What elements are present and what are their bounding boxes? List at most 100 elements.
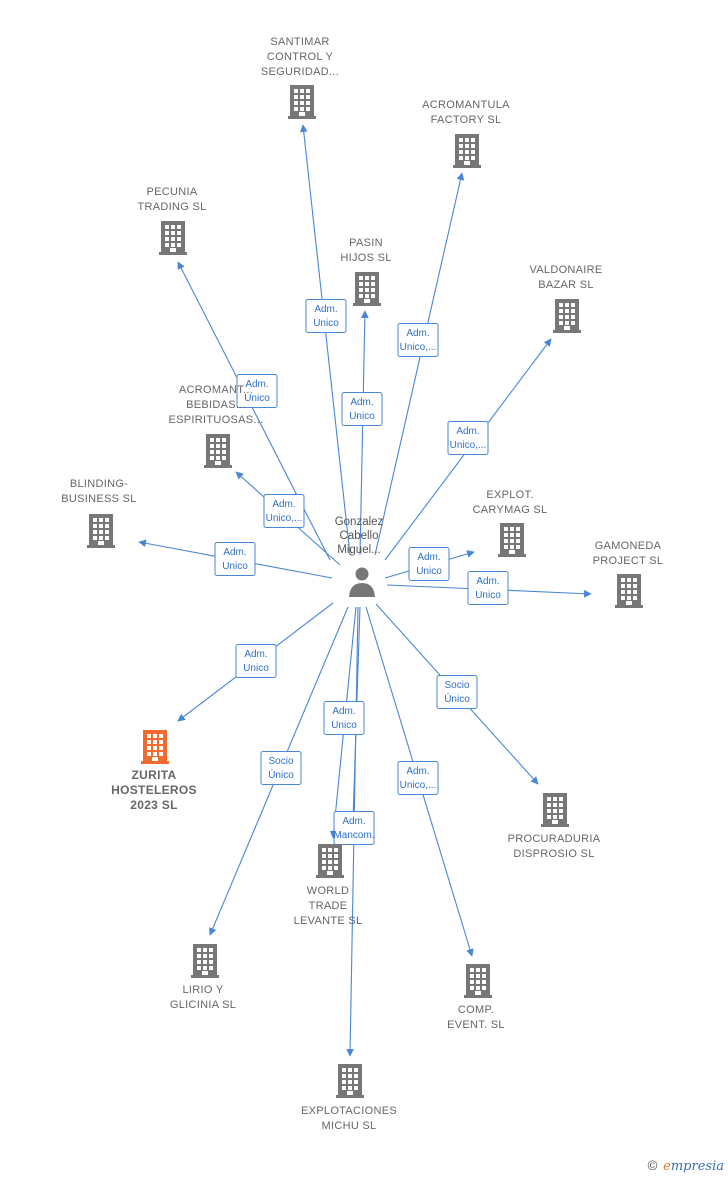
company-name-line: LIRIO Y (182, 984, 223, 996)
brand-name: mpresia (670, 1159, 724, 1174)
edge-label-box (323, 701, 365, 735)
company-name-line: BUSINESS SL (61, 493, 136, 505)
edge-label-pasin[interactable]: Adm.Unico (341, 392, 383, 426)
edge-label-gamoneda[interactable]: Adm.Unico (467, 571, 509, 605)
company-name-line: PASIN (349, 237, 383, 249)
company-name-line: PROCURADURIA (508, 833, 601, 845)
edge-label-text: Adm. (245, 379, 268, 390)
company-name-line: PROJECT SL (593, 555, 664, 567)
brand-initial: e (663, 1159, 671, 1174)
footer-brand[interactable]: © empresia (646, 1159, 724, 1174)
edge-label-text: Socio (444, 680, 469, 691)
company-node-acromantula-bebidas[interactable]: ACROMANT...BEBIDAS...ESPIRITUOSAS... (169, 384, 264, 468)
company-name-line: ZURITA (132, 768, 177, 782)
center-person[interactable]: GonzalezCabelloMiguel... (335, 516, 384, 597)
edge-label-box (467, 571, 509, 605)
edge-label-acromantula-factory[interactable]: Adm. Unico,... (397, 323, 439, 357)
building-icon (87, 514, 115, 548)
company-name-line: FACTORY SL (431, 114, 502, 126)
company-name-line: LEVANTE SL (294, 915, 363, 927)
edge-label-text: Unico (222, 561, 248, 572)
company-node-pasin[interactable]: PASIN HIJOS SL (340, 237, 391, 306)
edge-label-box (235, 644, 277, 678)
edge-line-santimar (299, 124, 351, 556)
building-icon (141, 730, 169, 764)
company-name-line: ACROMANT... (179, 384, 253, 396)
company-node-lirio[interactable]: LIRIO Y GLICINIA SL (170, 944, 236, 1011)
edge-line-pecunia (177, 261, 331, 561)
edge-label-valdonaire[interactable]: Adm.Unico,... (447, 421, 489, 455)
company-name-line: MICHU SL (322, 1120, 377, 1132)
company-name-line: SANTIMAR (270, 36, 329, 48)
edge-label-zurita[interactable]: Adm. Unico (235, 644, 277, 678)
company-name-line: SEGURIDAD... (261, 66, 339, 78)
company-node-gamoneda[interactable]: GAMONEDA PROJECT SL (593, 540, 664, 608)
building-icon (191, 944, 219, 978)
company-node-blinding[interactable]: BLINDING- BUSINESS SL (61, 478, 136, 548)
edge-label-pecunia[interactable]: Adm. Unico (236, 374, 278, 408)
edge-label-box (260, 751, 302, 785)
building-icon (159, 221, 187, 255)
company-name-line: GLICINIA SL (170, 999, 236, 1011)
edge-label-text: Adm. (244, 649, 267, 660)
company-name-line: HIJOS SL (340, 252, 391, 264)
company-name-line: WORLD (307, 885, 349, 897)
company-node-comp-event[interactable]: COMP.EVENT. SL (447, 964, 505, 1031)
edge-label-text: Unico (243, 663, 269, 674)
edge-label-comp-event[interactable]: Adm.Unico,... (397, 761, 439, 795)
edge-label-text: Adm. (406, 328, 429, 339)
edge-label-santimar[interactable]: Adm.Unico (305, 299, 347, 333)
person-name-line: Gonzalez (335, 516, 384, 528)
edge-label-blinding[interactable]: Adm. Unico (214, 542, 256, 576)
edge-label-text: Adm. (332, 706, 355, 717)
edge-label-text: Unico (331, 720, 357, 731)
company-name-line: ESPIRITUOSAS... (169, 414, 264, 426)
company-name-line: VALDONAIRE (529, 264, 602, 276)
edge-label-box (436, 675, 478, 709)
edge-label-box (447, 421, 489, 455)
edge-label-text: Unico (475, 590, 501, 601)
edge-label-box (333, 811, 375, 845)
building-icon (336, 1064, 364, 1098)
building-icon (353, 272, 381, 306)
edge-label-text: Unico (416, 566, 442, 577)
company-name-line: CARYMAG SL (473, 504, 548, 516)
edge-label-world-trade[interactable]: Adm.Mancom. (333, 811, 375, 845)
edge-label-acromantula-bebidas[interactable]: Adm.Unico,... (263, 494, 305, 528)
edge-label-text: Unico (244, 393, 270, 404)
edge-label-world-trade[interactable]: Adm. Unico (323, 701, 365, 735)
edge-label-text: Adm. (342, 816, 365, 827)
company-name-line: BLINDING- (70, 478, 128, 490)
edge-label-text: Unico,... (400, 342, 437, 353)
company-node-explot-carymag[interactable]: EXPLOT. CARYMAG SL (473, 489, 548, 557)
building-icon (615, 574, 643, 608)
building-icon (204, 434, 232, 468)
person-name-line: Miguel... (337, 544, 380, 556)
edge-label-explot-carymag[interactable]: Adm.Unico (408, 547, 450, 581)
company-name-line: EVENT. SL (447, 1019, 505, 1031)
edge-label-text: Adm. (223, 547, 246, 558)
building-icon (498, 523, 526, 557)
edge-line-acromantula-factory (374, 172, 465, 556)
person-icon-head (355, 567, 369, 581)
edge-line-pasin (359, 310, 369, 556)
edge-label-text: Socio (268, 756, 293, 767)
edge-label-text: Único (268, 768, 294, 781)
person-icon (349, 583, 375, 597)
company-name-line: GAMONEDA (595, 540, 662, 552)
company-name-line: 2023 SL (130, 798, 177, 812)
company-name-line: EXPLOT. (486, 489, 533, 501)
edge-label-box (305, 299, 347, 333)
